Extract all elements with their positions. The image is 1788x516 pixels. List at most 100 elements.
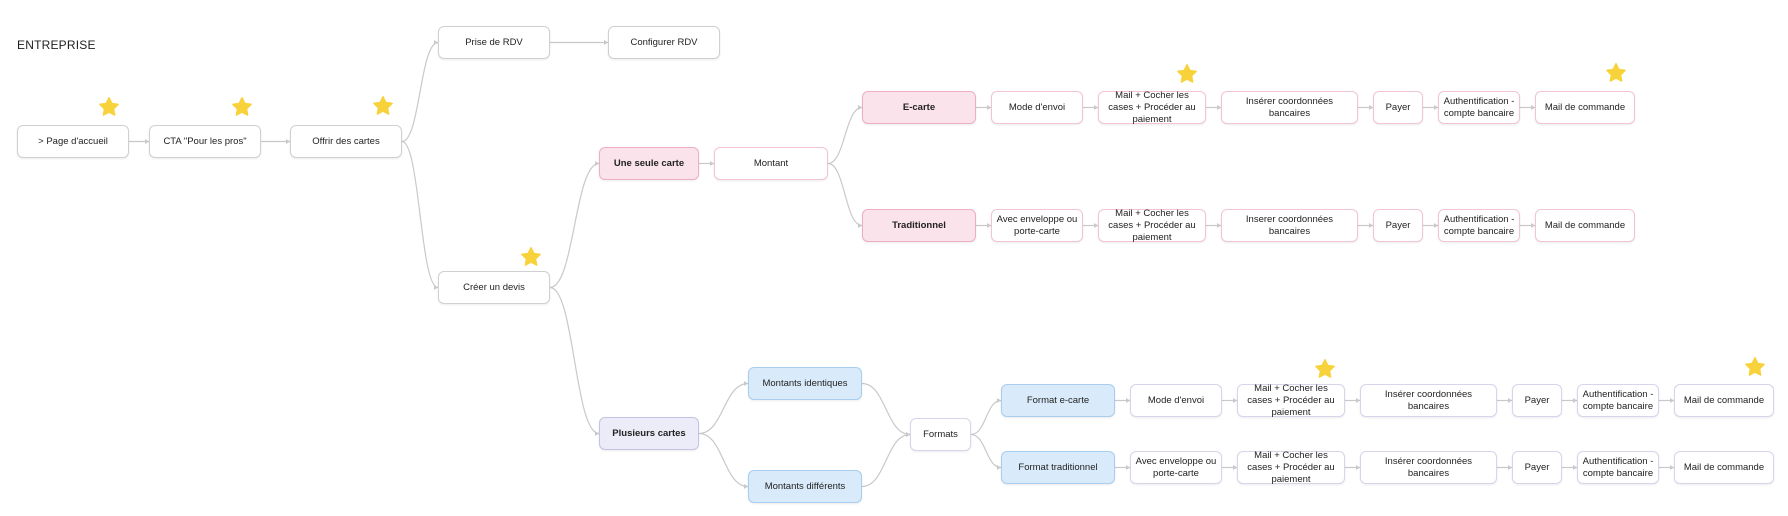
- connector-line: [827, 162, 863, 227]
- connector-line: [401, 41, 439, 143]
- connector-arrowhead: [1126, 465, 1130, 470]
- connector-line: [549, 162, 600, 289]
- connector-arrowhead: [1356, 398, 1360, 403]
- connector-arrowhead: [1573, 465, 1577, 470]
- connector-arrowhead: [1217, 223, 1221, 228]
- connector-arrowhead: [145, 139, 149, 144]
- node-ec-mail-cocher[interactable]: Mail + Cocher les cases + Procéder au pa…: [1098, 90, 1206, 125]
- node-une-seule-carte[interactable]: Une seule carte: [599, 147, 699, 180]
- node-fe-inserer[interactable]: Insérer coordonnées bancaires: [1360, 384, 1497, 417]
- connector-arrowhead: [1233, 398, 1237, 403]
- connector-arrowhead: [858, 223, 862, 228]
- node-ft-mail-cocher[interactable]: Mail + Cocher les cases + Procéder au pa…: [1237, 450, 1345, 485]
- node-fe-mail-commande[interactable]: Mail de commande: [1674, 384, 1774, 417]
- connector-arrowhead: [434, 285, 438, 290]
- connector-arrowhead: [987, 105, 991, 110]
- node-ft-payer[interactable]: Payer: [1512, 451, 1562, 484]
- node-prise-rdv[interactable]: Prise de RDV: [438, 26, 550, 59]
- node-tr-inserer[interactable]: Inserer coordonnées bancaires: [1221, 209, 1358, 242]
- connector-arrowhead: [1356, 465, 1360, 470]
- connector-arrowhead: [1233, 465, 1237, 470]
- star-icon: [1315, 358, 1335, 378]
- node-fe-auth[interactable]: Authentification - compte bancaire: [1577, 384, 1659, 417]
- star-icon: [1606, 62, 1626, 82]
- connector-arrowhead: [1508, 465, 1512, 470]
- connector-arrowhead: [906, 432, 910, 437]
- connector-arrowhead: [286, 139, 290, 144]
- node-tr-auth[interactable]: Authentification - compte bancaire: [1438, 209, 1520, 242]
- connector-arrowhead: [1369, 223, 1373, 228]
- node-montant[interactable]: Montant: [714, 147, 828, 180]
- star-icon: [373, 95, 393, 115]
- node-plusieurs-cartes[interactable]: Plusieurs cartes: [599, 417, 699, 450]
- connector-arrowhead: [744, 484, 748, 489]
- node-format-traditionnel[interactable]: Format traditionnel: [1001, 451, 1115, 484]
- node-ft-inserer[interactable]: Insérer coordonnées bancaires: [1360, 451, 1497, 484]
- node-montants-differents[interactable]: Montants différents: [748, 470, 862, 503]
- connector-arrowhead: [1508, 398, 1512, 403]
- connector-arrowhead: [1094, 105, 1098, 110]
- node-traditionnel[interactable]: Traditionnel: [862, 209, 976, 242]
- connector-line: [549, 286, 600, 435]
- node-montants-identiques[interactable]: Montants identiques: [748, 367, 862, 400]
- node-ft-auth[interactable]: Authentification - compte bancaire: [1577, 451, 1659, 484]
- node-fe-mail-cocher[interactable]: Mail + Cocher les cases + Procéder au pa…: [1237, 383, 1345, 418]
- connector-arrowhead: [595, 161, 599, 166]
- connector-arrowhead: [1531, 105, 1535, 110]
- connector-line: [827, 106, 863, 165]
- node-ft-enveloppe[interactable]: Avec enveloppe ou porte-carte: [1130, 451, 1222, 484]
- connector-arrowhead: [1126, 398, 1130, 403]
- star-icon: [521, 246, 541, 266]
- connector-arrowhead: [1094, 223, 1098, 228]
- star-icon: [1177, 63, 1197, 83]
- page-title: ENTREPRISE: [17, 38, 96, 52]
- connector-line: [861, 382, 911, 436]
- connector-arrowhead: [1434, 223, 1438, 228]
- node-ec-inserer[interactable]: Insérer coordonnées bancaires: [1221, 91, 1358, 124]
- connector-line: [698, 432, 749, 488]
- connector-line: [401, 140, 439, 289]
- connector-arrowhead: [1531, 223, 1535, 228]
- node-tr-payer[interactable]: Payer: [1373, 209, 1423, 242]
- node-configurer-rdv[interactable]: Configurer RDV: [608, 26, 720, 59]
- connector-line: [861, 433, 911, 488]
- star-icon: [99, 96, 119, 116]
- node-ec-mail-commande[interactable]: Mail de commande: [1535, 91, 1635, 124]
- node-tr-mail-cocher[interactable]: Mail + Cocher les cases + Procéder au pa…: [1098, 208, 1206, 243]
- connector-arrowhead: [595, 431, 599, 436]
- node-tr-mail-commande[interactable]: Mail de commande: [1535, 209, 1635, 242]
- connector-arrowhead: [997, 465, 1001, 470]
- star-icon: [232, 96, 252, 116]
- node-page-accueil[interactable]: > Page d'accueil: [17, 125, 129, 158]
- connector-arrowhead: [1670, 398, 1674, 403]
- node-ec-mode-envoi[interactable]: Mode d'envoi: [991, 91, 1083, 124]
- connector-arrowhead: [1670, 465, 1674, 470]
- connector-arrowhead: [1434, 105, 1438, 110]
- connector-arrowhead: [1573, 398, 1577, 403]
- connector-line: [970, 433, 1002, 469]
- node-ec-auth[interactable]: Authentification - compte bancaire: [1438, 91, 1520, 124]
- node-ec-payer[interactable]: Payer: [1373, 91, 1423, 124]
- connector-arrowhead: [434, 40, 438, 45]
- connector-arrowhead: [604, 40, 608, 45]
- connector-arrowhead: [710, 161, 714, 166]
- connector-line: [698, 382, 749, 435]
- node-creer-devis[interactable]: Créer un devis: [438, 271, 550, 304]
- connector-arrowhead: [858, 105, 862, 110]
- node-ft-mail-commande[interactable]: Mail de commande: [1674, 451, 1774, 484]
- star-icon: [1745, 356, 1765, 376]
- connector-line: [970, 399, 1002, 436]
- node-format-ecarte[interactable]: Format e-carte: [1001, 384, 1115, 417]
- node-fe-payer[interactable]: Payer: [1512, 384, 1562, 417]
- node-formats[interactable]: Formats: [910, 418, 971, 451]
- node-offrir-cartes[interactable]: Offrir des cartes: [290, 125, 402, 158]
- node-cta-pros[interactable]: CTA "Pour les pros": [149, 125, 261, 158]
- connector-arrowhead: [1217, 105, 1221, 110]
- node-e-carte[interactable]: E-carte: [862, 91, 976, 124]
- node-fe-mode-envoi[interactable]: Mode d'envoi: [1130, 384, 1222, 417]
- connector-arrowhead: [1369, 105, 1373, 110]
- node-tr-enveloppe[interactable]: Avec enveloppe ou porte-carte: [991, 209, 1083, 242]
- connector-arrowhead: [987, 223, 991, 228]
